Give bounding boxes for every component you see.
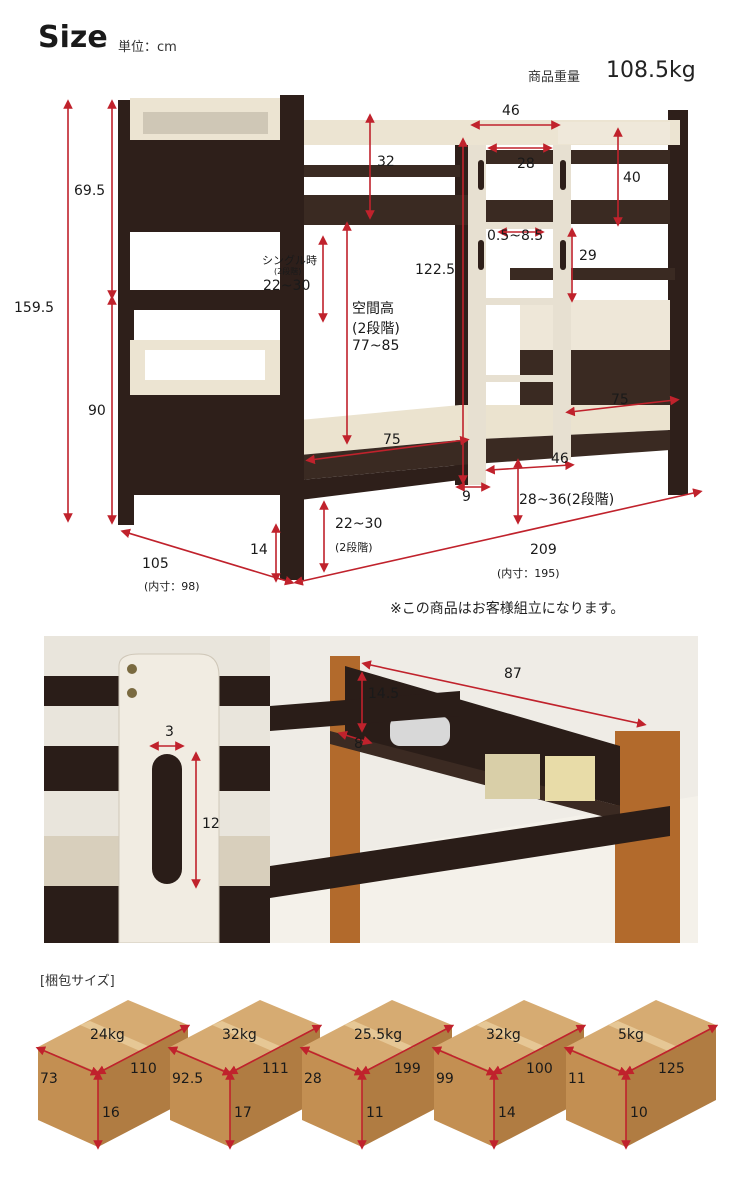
box-weight: 32kg [486, 1027, 521, 1043]
dim-single-note-2: (2段階) [274, 267, 302, 276]
unit-label: 単位：cm [118, 40, 177, 55]
shelf-detail-photo: 87 14.5 8 [270, 636, 698, 943]
dim-length-inner: (内寸：195) [497, 567, 560, 580]
weight-value: 108.5kg [606, 58, 696, 83]
box-depth: 11 [568, 1071, 586, 1087]
dim-width-inner: (内寸：98) [144, 580, 200, 593]
shelf-depth-label: 8 [354, 736, 363, 752]
shelf-length-label: 87 [504, 666, 522, 682]
box-depth: 73 [40, 1071, 58, 1087]
box-width: 111 [262, 1061, 289, 1077]
dim-ladder-inner: 28 [517, 156, 535, 172]
dim-length: 209 [530, 542, 557, 558]
assembly-note: ※この商品はお客様組立になります。 [390, 601, 625, 617]
box-height: 11 [366, 1105, 384, 1121]
dim-single-note: シングル時 [262, 254, 317, 267]
packaging-title: [梱包サイズ] [40, 974, 115, 989]
box-weight: 32kg [222, 1027, 257, 1043]
dim-bed-width-right: 75 [611, 392, 629, 408]
box-width: 199 [394, 1061, 421, 1077]
dim-bed-width-lower: 75 [383, 432, 401, 448]
dim-space-label-2: (2段階) [352, 321, 400, 337]
dim-leg: 14 [250, 542, 268, 558]
box-height: 17 [234, 1105, 252, 1121]
bunk-bed-diagram [63, 95, 703, 586]
dim-lower-height: 90 [88, 403, 106, 419]
ladder-detail-photo: 3 12 [44, 636, 270, 943]
dim-ladder-bottom: 46 [551, 451, 569, 467]
package-box [35, 1000, 191, 1150]
dim-total-height: 159.5 [14, 300, 55, 316]
dim-upper-height: 69.5 [74, 183, 106, 199]
box-weight: 24kg [90, 1027, 125, 1043]
dim-ladder-step: 29 [579, 248, 597, 264]
dim-ladder-width: 46 [502, 103, 520, 119]
slot-width-label: 3 [165, 724, 174, 740]
dim-width: 105 [142, 556, 169, 572]
dim-single-range: 22~30 [263, 278, 311, 294]
dim-under-note: (2段階) [335, 541, 373, 554]
box-height: 10 [630, 1105, 648, 1121]
box-depth: 28 [304, 1071, 322, 1087]
weight-label: 商品重量 [528, 70, 581, 85]
package-box [299, 1000, 455, 1150]
slot-height-label: 12 [202, 816, 220, 832]
package-box [563, 1000, 719, 1150]
box-weight: 25.5kg [354, 1027, 403, 1043]
box-depth: 92.5 [172, 1071, 204, 1087]
box-width: 125 [658, 1061, 685, 1077]
bed-frame [118, 95, 688, 580]
dim-rail-gap: 0.5~8.5 [487, 228, 544, 244]
box-weight: 5kg [618, 1027, 644, 1043]
dim-guard-height: 32 [377, 154, 395, 170]
dim-ladder-total: 122.5 [415, 262, 456, 278]
box-height: 14 [498, 1105, 516, 1121]
shelf-height-label: 14.5 [368, 686, 400, 702]
box-height: 16 [102, 1105, 120, 1121]
dim-shelf-height: 40 [623, 170, 641, 186]
box-width: 110 [130, 1061, 157, 1077]
dim-ladder-gap: 9 [462, 489, 471, 505]
dim-space-label: 空間高 [352, 301, 394, 317]
box-width: 100 [526, 1061, 553, 1077]
dim-space-range: 77~85 [352, 338, 400, 354]
dim-ladder-depth: 28~36(2段階) [519, 492, 615, 508]
page-title: Size [38, 20, 108, 55]
box-depth: 99 [436, 1071, 454, 1087]
dim-under-range: 22~30 [335, 516, 383, 532]
package-box [431, 1000, 587, 1150]
dimension-arrows [63, 99, 703, 586]
